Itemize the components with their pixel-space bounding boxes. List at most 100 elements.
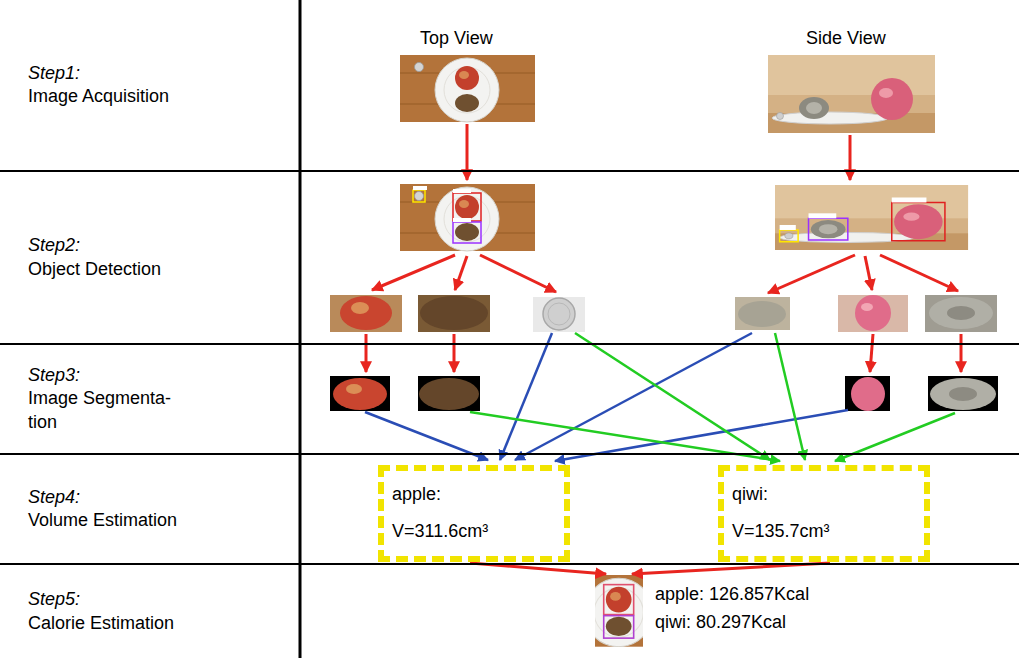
detection-photo	[400, 184, 535, 251]
detection-photo	[809, 218, 848, 240]
red-arrow	[366, 124, 961, 574]
result-photo	[595, 575, 643, 647]
blue-arrow	[365, 412, 488, 460]
blue-arrow	[500, 333, 552, 460]
detection-photo	[780, 225, 796, 230]
detection-photo	[453, 218, 471, 222]
detection-photo	[400, 184, 535, 251]
step-name: Calorie Estimation	[28, 612, 174, 635]
result-photo	[604, 616, 634, 638]
detection-photo	[892, 197, 927, 202]
fruit-name: qiwi:	[732, 483, 830, 506]
object-crops	[855, 295, 891, 331]
detection-photo	[413, 190, 425, 202]
object-crops	[548, 303, 570, 325]
green-arrow	[470, 333, 955, 461]
step-row: Step1:Image Acquisition	[0, 0, 1019, 172]
red-arrow	[768, 255, 855, 293]
blue-arrow	[515, 333, 752, 460]
object-crops	[330, 295, 997, 332]
step-label: Step2:Object Detection	[28, 234, 161, 281]
step-row: Step2:Object Detection	[0, 172, 1019, 345]
red-arrow	[880, 255, 958, 291]
step-number: Step5:	[28, 588, 174, 611]
red-arrow	[372, 255, 455, 290]
step-row: Step4:Volume Estimation apple: V=311.6cm³ q…	[0, 455, 1019, 565]
step-number: Step1:	[28, 62, 169, 85]
detection-photo	[413, 186, 427, 190]
volume-text: apple: V=311.6cm³	[384, 471, 496, 546]
segmentation-masks	[851, 377, 885, 411]
detection-photo	[453, 193, 481, 221]
object-crops	[925, 295, 997, 332]
object-crops	[929, 297, 993, 329]
step-number: Step3:	[28, 364, 186, 387]
step-row: Step5:Calorie Estimation	[0, 565, 1019, 658]
table-rule	[299, 0, 302, 658]
segmentation-masks	[930, 378, 996, 410]
segmentation-masks	[418, 376, 480, 411]
calorie-result: apple: 126.857Kcal	[655, 584, 809, 606]
detection-photo	[775, 185, 968, 250]
segmentation-masks	[419, 378, 479, 410]
table-rule	[300, 0, 301, 658]
step-label: Step3:Image Segmenta- tion	[28, 364, 186, 434]
detection-photo	[892, 202, 945, 240]
segmentation-masks	[346, 384, 362, 394]
detection-photo	[775, 185, 968, 250]
object-crops	[418, 295, 490, 332]
step-name: Image Acquisition	[28, 85, 169, 108]
segmentation-masks	[928, 376, 998, 411]
object-crops	[543, 298, 575, 330]
green-arrow	[775, 333, 805, 460]
step-number: Step2:	[28, 234, 161, 257]
step-name: Volume Estimation	[28, 509, 177, 532]
segmentation-masks	[845, 376, 890, 411]
view-title: Side View	[806, 28, 886, 50]
red-arrow	[455, 256, 467, 290]
red-arrow	[453, 334, 456, 372]
object-crops	[420, 296, 488, 330]
object-crops	[838, 295, 908, 332]
result-photo	[604, 585, 634, 615]
object-crops	[351, 302, 369, 314]
step-name: Image Segmenta- tion	[28, 387, 186, 434]
blue-arrow	[365, 333, 848, 461]
input-photos	[768, 55, 935, 133]
red-arrow	[365, 334, 368, 372]
object-crops	[340, 296, 392, 330]
step-label: Step5:Calorie Estimation	[28, 588, 174, 635]
volume-value: V=311.6cm³	[392, 520, 488, 543]
object-crops	[947, 306, 975, 320]
volume-value: V=135.7cm³	[732, 520, 830, 543]
object-crops	[738, 301, 786, 327]
green-arrow	[575, 333, 770, 460]
segmentation-masks	[330, 376, 390, 411]
detection-photo	[453, 222, 481, 243]
view-title: Top View	[420, 28, 493, 50]
object-crops	[735, 297, 790, 330]
red-arrow	[849, 135, 852, 180]
detection-photo	[809, 213, 837, 218]
detection-photo	[453, 189, 471, 193]
result-photo	[595, 575, 643, 647]
red-arrow	[480, 255, 556, 292]
red-arrow	[865, 256, 872, 290]
object-crops	[533, 297, 585, 332]
input-photos	[400, 55, 535, 122]
step-label: Step4:Volume Estimation	[28, 486, 177, 533]
step-number: Step4:	[28, 486, 177, 509]
step-row: Step3:Image Segmenta- tion	[0, 345, 1019, 455]
object-crops	[861, 303, 873, 311]
volume-box: qiwi: V=135.7cm³	[718, 465, 930, 562]
detection-photo	[780, 230, 798, 242]
volume-text: qiwi: V=135.7cm³	[724, 471, 838, 546]
calorie-result: qiwi: 80.297Kcal	[655, 612, 786, 634]
segmentation-masks	[333, 378, 387, 410]
object-crops	[330, 295, 402, 332]
fruit-name: apple:	[392, 483, 488, 506]
volume-box: apple: V=311.6cm³	[378, 465, 570, 562]
step-label: Step1:Image Acquisition	[28, 62, 169, 109]
segmentation-masks	[949, 387, 977, 401]
result-photo	[595, 575, 643, 647]
